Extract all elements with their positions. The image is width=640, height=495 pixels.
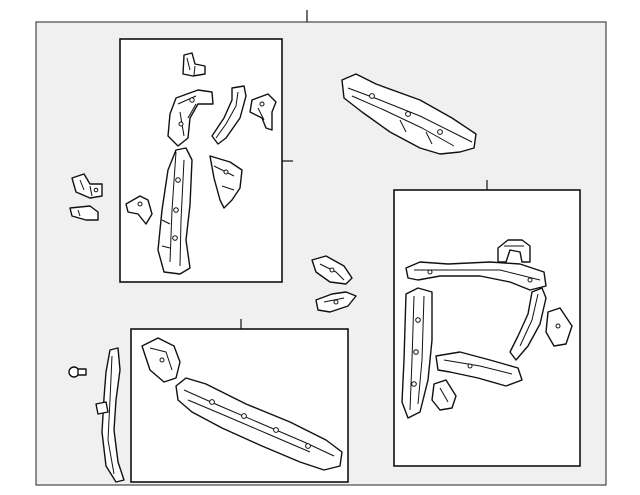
upper-left-assembly: [119, 38, 293, 283]
top-hanger: [497, 239, 531, 263]
small-bracket-b: [69, 205, 99, 221]
upper-support: [167, 89, 214, 147]
small-brace: [211, 85, 247, 145]
end-bracket: [141, 337, 181, 383]
lower-support-crossmember: [175, 377, 343, 471]
brace-bracket: [509, 287, 547, 361]
upper-crossmember: [341, 73, 477, 155]
center-bracket-lower: [315, 291, 357, 313]
side-support-member: [157, 147, 193, 275]
side-rail: [95, 347, 125, 483]
clip: [68, 366, 87, 378]
upper-bracket: [182, 52, 206, 77]
upper-left-group-box: [119, 38, 283, 283]
center-bracket-upper: [311, 255, 353, 285]
upper-support-arm: [405, 261, 547, 291]
bottom-assembly: [130, 319, 349, 483]
right-assembly: [393, 180, 581, 467]
support-bracket: [435, 351, 523, 387]
lower-left-small-part: [125, 195, 153, 225]
mount-plate: [249, 93, 277, 131]
lower-bracket: [209, 155, 243, 209]
side-member: [401, 287, 433, 419]
lower-plate: [431, 379, 457, 411]
small-bracket-a: [71, 173, 103, 199]
right-plate: [545, 307, 573, 347]
